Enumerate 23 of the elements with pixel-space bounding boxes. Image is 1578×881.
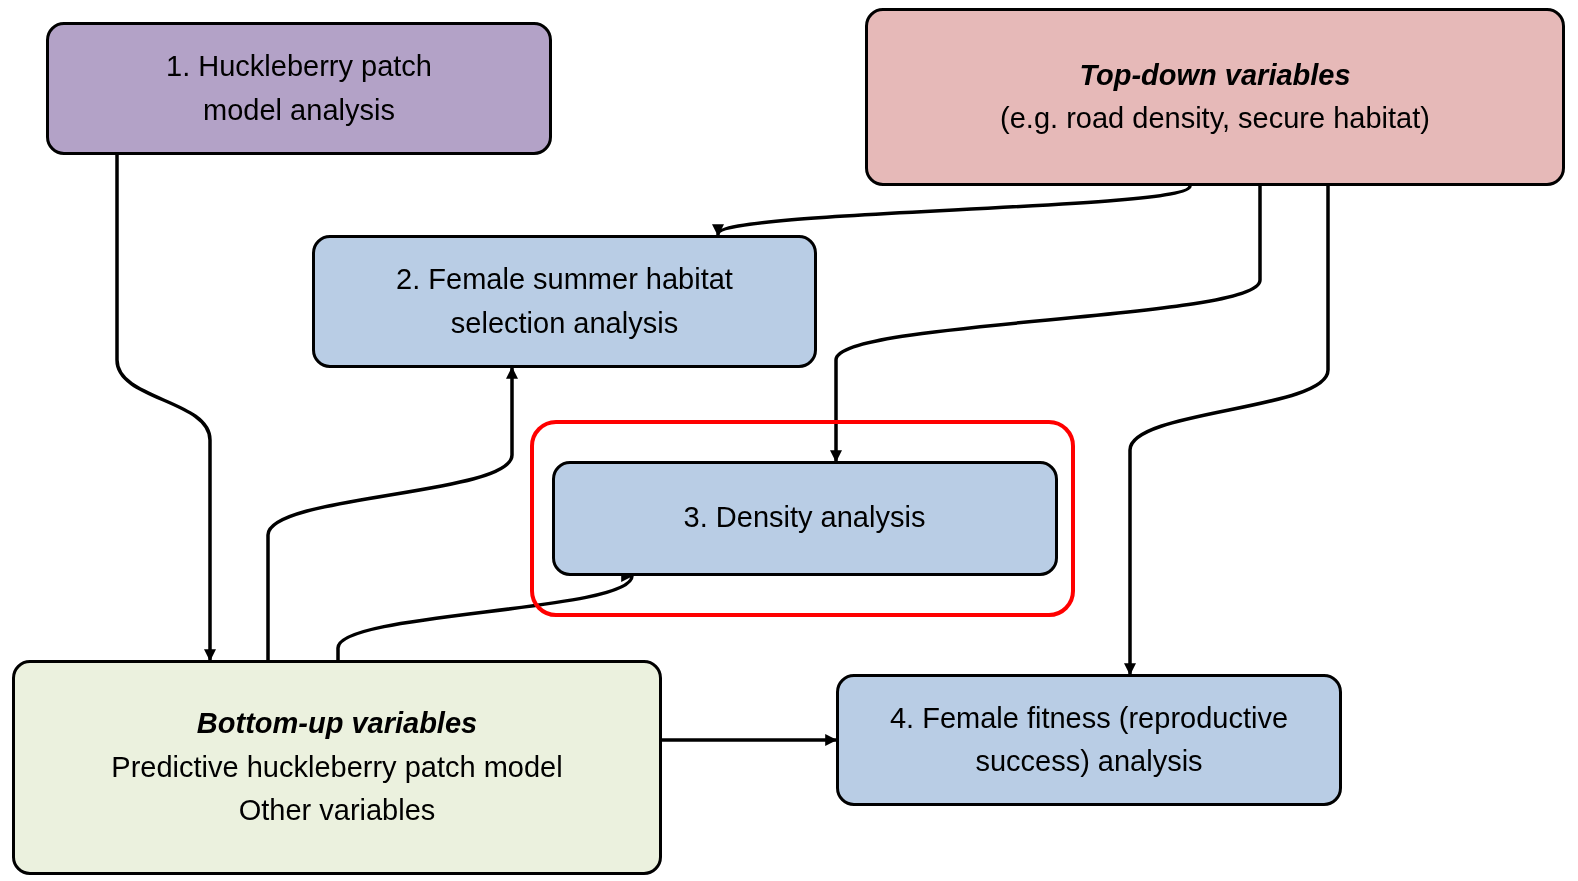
node-text: 3. Density analysis (683, 500, 926, 536)
node-text: 2. Female summer habitat selection analysis (395, 262, 734, 341)
node-text: 4. Female fitness (reproductive success) analysis (888, 700, 1290, 779)
process-box (551, 460, 1058, 576)
process-box (12, 660, 662, 875)
heading-text: Top-down variables (1079, 57, 1351, 93)
process-box (312, 235, 817, 368)
heading-text: Bottom-up variables (196, 706, 478, 742)
arrow (266, 366, 518, 660)
process-box (46, 22, 552, 155)
process-box (865, 8, 1565, 186)
arrow (336, 574, 634, 660)
arrow (712, 184, 1192, 237)
node-text: Predictive huckleberry patch model (111, 749, 563, 785)
arrow (115, 155, 216, 662)
arrow (830, 186, 1262, 463)
highlight-frame (530, 420, 1075, 617)
node-text: (e.g. road density, secure habitat) (1000, 101, 1430, 136)
node-text: 1. Huckleberry patch model analysis (165, 49, 433, 128)
arrow (662, 734, 838, 746)
arrow (1124, 186, 1330, 676)
node-text: Other variables (238, 793, 436, 829)
process-box (836, 674, 1342, 806)
